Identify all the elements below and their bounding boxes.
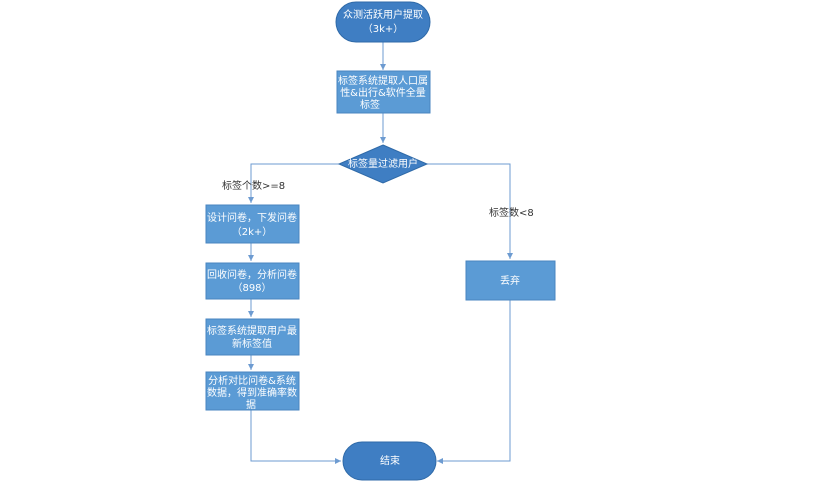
discard-node: 丢弃 — [465, 260, 556, 301]
collect-line2: （898） — [232, 282, 271, 294]
collect-node: 回收问卷，分析问卷 （898） — [205, 262, 300, 300]
design-line1: 设计问卷，下发问卷 — [207, 211, 297, 224]
design-line2: （2k+） — [232, 226, 273, 238]
start-node: 众测活跃用户提取 （3k+） — [335, 1, 431, 43]
edge-discard-to-end — [437, 300, 511, 464]
latest-node: 标签系统提取用户最 新标签值 — [205, 318, 300, 356]
filter-decision-label: 标签量过滤用户 — [348, 157, 418, 170]
edge-label-right: 标签数<8 — [489, 206, 534, 219]
analyze-line3: 据 — [246, 398, 256, 411]
latest-line2: 新标签值 — [232, 337, 272, 350]
collect-line1: 回收问卷，分析问卷 — [207, 268, 297, 281]
analyze-line2: 数据，得到准确率数 — [207, 386, 297, 399]
design-node: 设计问卷，下发问卷 （2k+） — [205, 204, 300, 244]
label-extract-node: 标签系统提取人口属 性&出行&软件全量 标签 — [336, 70, 431, 114]
label-extract-line1: 标签系统提取人口属 — [338, 74, 428, 87]
edge-filter-to-design — [248, 163, 339, 203]
analyze-line1: 分析对比问卷&系统 — [208, 374, 296, 387]
end-node: 结束 — [342, 441, 437, 481]
latest-line1: 标签系统提取用户最 — [207, 324, 297, 337]
edge-analyze-to-end — [250, 410, 341, 464]
discard-label: 丢弃 — [500, 274, 520, 287]
edge-filter-to-discard — [427, 163, 513, 259]
analyze-node: 分析对比问卷&系统 数据，得到准确率数 据 — [205, 371, 300, 411]
label-extract-line3: 标签 — [360, 98, 380, 111]
edge-label-left: 标签个数>=8 — [222, 179, 285, 192]
label-extract-line2: 性&出行&软件全量 — [340, 86, 426, 99]
filter-decision: 标签量过滤用户 — [337, 144, 429, 184]
end-label: 结束 — [380, 454, 400, 467]
start-node-line2: （3k+） — [363, 23, 404, 35]
start-node-line1: 众测活跃用户提取 — [343, 8, 423, 21]
edges — [248, 42, 513, 464]
